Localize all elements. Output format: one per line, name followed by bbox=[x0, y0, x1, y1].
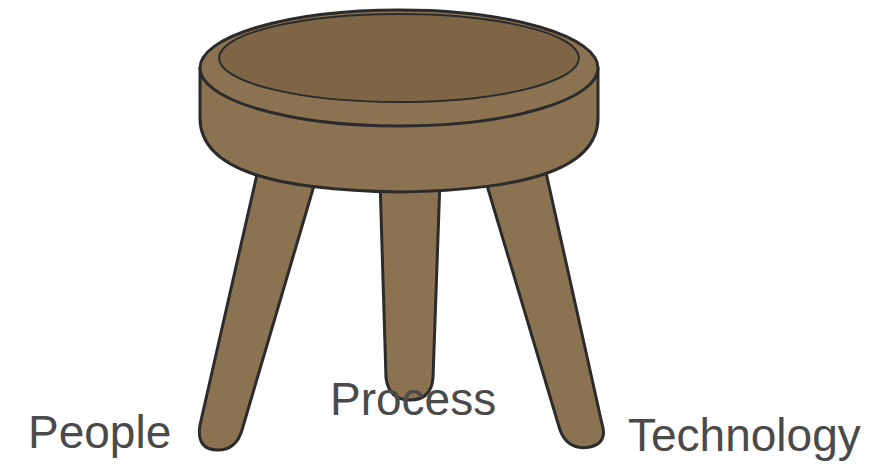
stool-leg bbox=[380, 180, 440, 400]
leg-label: Process bbox=[330, 374, 496, 425]
stool-seat-dish bbox=[219, 14, 579, 102]
stool-leg bbox=[483, 168, 604, 448]
stool-leg bbox=[199, 170, 318, 450]
leg-label: People bbox=[28, 407, 171, 458]
stool-seat-top bbox=[200, 10, 598, 126]
leg-label: Technology bbox=[628, 410, 861, 461]
